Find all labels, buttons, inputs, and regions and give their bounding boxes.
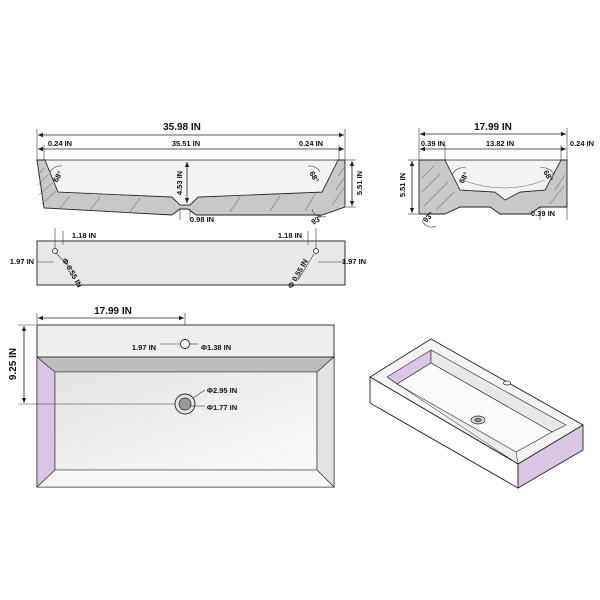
front-left-wall: 0.24 IN [48,139,72,148]
top-drain-inner [178,397,192,411]
top-faucet-hole [180,339,190,349]
front-overall-height: 5.51 IN [355,171,364,195]
back-right-top: 1.18 IN [278,231,302,240]
front-inner-width: 35.51 IN [172,139,200,148]
side-right-wall: 0.24 IN [570,139,594,148]
side-overall-height: 5.51 IN [398,173,407,197]
side-section-view: 17.99 IN 0.39 IN 13.82 IN 0.24 IN 5.51 I… [398,122,594,228]
back-right-hole [313,248,319,254]
top-drain-outer-dia: Φ2.95 IN [207,386,237,395]
side-base-offset: 0.39 IN [531,209,555,218]
back-left-hole [52,248,58,254]
back-left-side: 1.97 IN [10,257,34,266]
front-right-wall: 0.24 IN [299,139,323,148]
side-overall-width: 17.99 IN [474,122,512,133]
top-faucet-offset: 1.97 IN [132,343,156,352]
side-inner-width: 13.82 IN [486,139,514,148]
top-view: 17.99 IN 9.25 IN 1.97 IN Φ1.38 IN Φ2.95 … [8,306,335,488]
iso-faucet-hole [503,380,511,386]
top-faucet-hole-dia: Φ1.38 IN [201,343,231,352]
isometric-view [369,338,584,489]
back-right-side: 1.97 IN [342,257,366,266]
top-half-width: 17.99 IN [94,306,132,317]
top-basin-left-wall [36,356,56,488]
top-depth: 9.25 IN [8,348,19,380]
front-drain-width: 0.98 IN [190,215,214,224]
front-inner-depth: 4.53 IN [175,171,184,195]
back-left-top: 1.18 IN [72,231,96,240]
top-basin-bowl [36,356,335,373]
front-section-view: 35.98 IN 0.24 IN 35.51 IN 0.24 IN [36,122,364,227]
top-drain-inner-dia: Φ1.77 IN [207,403,237,412]
iso-right-face [517,424,584,489]
back-view: 1.18 IN 1.97 IN Φ 0.55 IN 1.18 IN 1.97 I… [10,228,366,290]
back-panel [36,240,346,286]
front-overall-width: 35.98 IN [163,122,201,133]
side-left-wall: 0.39 IN [421,139,445,148]
